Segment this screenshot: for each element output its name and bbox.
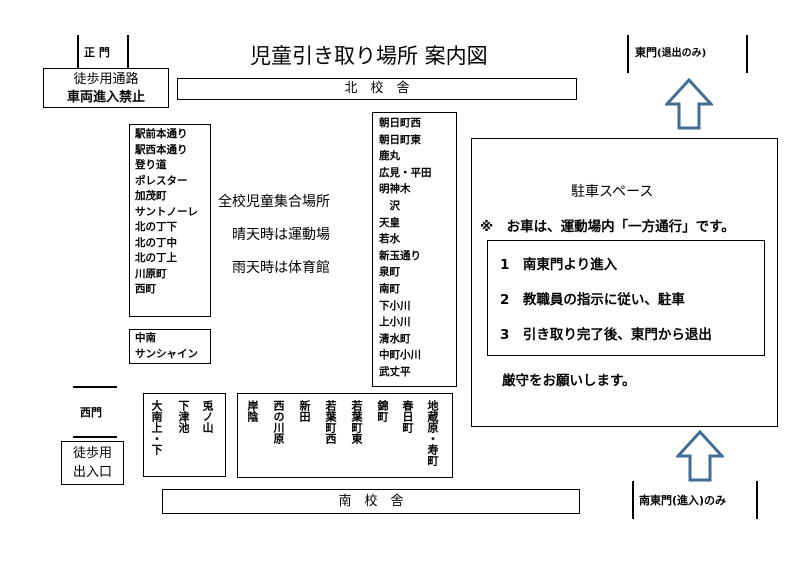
list-item: 中町小川 xyxy=(379,349,421,362)
list-item: 北の丁下 xyxy=(135,221,177,233)
list-item: 登り道 xyxy=(135,159,167,171)
list-item: 加茂町 xyxy=(135,190,167,202)
south-east-gate-name: 南東門 xyxy=(639,494,672,507)
list-item: サントノーレ xyxy=(135,205,198,218)
west-gate-label: 西門 xyxy=(80,406,102,419)
main-gate-label: 正 門 xyxy=(84,46,110,59)
list-item: 下津池 xyxy=(177,400,190,433)
south-east-gate-left-post xyxy=(632,481,634,519)
parking-steps: 1 南東門より進入 2 教職員の指示に従い、駐車 3 引き取り完了後、東門から退… xyxy=(500,248,712,353)
list-item: 若水 xyxy=(379,233,400,246)
list-item: 朝日町西 xyxy=(379,117,421,129)
walkway-line1: 徒歩用通路 xyxy=(73,72,139,87)
list-item: 鹿丸 xyxy=(379,150,400,163)
bottom-area-group xyxy=(237,393,453,478)
list-item: 朝日町東 xyxy=(379,133,421,146)
list-item: 上小川 xyxy=(379,316,411,329)
walkway-line2: 車両進入禁止 xyxy=(66,90,145,105)
south-east-gate-right-post xyxy=(756,481,758,519)
parking-step: 3 引き取り完了後、東門から退出 xyxy=(500,327,712,343)
parking-footer: 厳守をお願いします。 xyxy=(502,373,636,389)
parking-step: 1 南東門より進入 xyxy=(500,257,618,273)
south-east-gate-note: (進入)のみ xyxy=(672,494,727,507)
list-item: 若葉町西 xyxy=(324,400,337,444)
assembly-info: 全校児童集合場所 晴天時は運動場 雨天時は体育館 xyxy=(218,186,330,285)
east-gate-left-post xyxy=(627,35,629,73)
list-item: ポレスター xyxy=(135,174,188,187)
exit-arrow-icon xyxy=(665,78,713,130)
main-gate-left-post xyxy=(77,35,79,68)
south-building-label: 南 校 舎 xyxy=(338,494,404,509)
walkway-sign: 徒歩用通路 車両進入禁止 xyxy=(43,68,169,108)
list-item: 春日町 xyxy=(401,400,414,433)
north-building-label: 北 校 舎 xyxy=(344,81,410,96)
left-small-area-list: 中南 サンシャイン xyxy=(135,331,198,362)
list-item: 新玉通り xyxy=(379,249,421,262)
list-item: 武丈平 xyxy=(379,365,411,378)
walk-entrance-line1: 徒歩用 xyxy=(72,446,112,461)
list-item: 南町 xyxy=(379,282,400,295)
parking-title: 駐車スペース xyxy=(571,184,654,200)
list-item: 広見・平田 xyxy=(379,166,432,179)
north-building: 北 校 舎 xyxy=(177,78,577,100)
list-item: 川原町 xyxy=(135,267,167,280)
center-area-list: 朝日町西 朝日町東 鹿丸 広見・平田 明神木 沢 天皇 若水 新玉通り 泉町 南… xyxy=(379,115,432,381)
list-item: 岸陰 xyxy=(246,400,259,422)
list-item: 若葉町東 xyxy=(350,400,363,444)
list-item: 清水町 xyxy=(379,332,411,345)
left-small-area-group xyxy=(129,329,211,364)
list-item: 駅西本通り xyxy=(135,143,188,156)
east-gate-name: 東門 xyxy=(635,46,657,59)
list-item: 地蔵原・寿町 xyxy=(426,400,439,466)
list-item: 新田 xyxy=(298,400,311,422)
assembly-line1: 全校児童集合場所 xyxy=(218,194,330,210)
page-title: 児童引き取り場所 案内図 xyxy=(250,44,488,68)
east-gate-note: (退出のみ) xyxy=(657,48,707,59)
list-item: 駅前本通り xyxy=(135,128,188,140)
list-item: 下小川 xyxy=(379,299,411,312)
list-item: 錦町 xyxy=(376,400,389,422)
assembly-line2: 晴天時は運動場 xyxy=(232,227,330,243)
list-item: 西町 xyxy=(135,283,156,295)
list-item: 大南上・下 xyxy=(150,400,163,455)
list-item: 兎ノ山 xyxy=(201,400,214,433)
west-gate-top-post xyxy=(73,386,117,388)
south-east-gate-label: 南東門(進入)のみ xyxy=(639,492,726,508)
list-item: 泉町 xyxy=(379,266,400,279)
entry-arrow-icon xyxy=(676,430,724,482)
parking-steps-box xyxy=(487,240,765,356)
south-building: 南 校 舎 xyxy=(162,489,580,514)
west-gate-bottom-post xyxy=(73,436,117,438)
list-item: 沢 xyxy=(379,199,400,212)
list-item: 北の丁上 xyxy=(135,252,177,264)
east-gate-label: 東門(退出のみ) xyxy=(635,44,706,60)
main-gate-right-post xyxy=(127,35,129,68)
list-item: 明神木 xyxy=(379,183,411,196)
list-item: 西の川原 xyxy=(272,400,285,444)
assembly-line3: 雨天時は体育館 xyxy=(232,260,330,276)
parking-step: 2 教職員の指示に従い、駐車 xyxy=(500,292,685,308)
list-item: 北の丁中 xyxy=(135,236,177,249)
east-gate-right-post xyxy=(746,35,748,73)
bottom-small-area-group xyxy=(143,393,226,477)
walk-entrance-sign: 徒歩用 出入口 xyxy=(61,441,124,485)
list-item: サンシャイン xyxy=(135,347,198,360)
list-item: 中南 xyxy=(135,332,156,344)
parking-note: ※ お車は、運動場内「一方通行」です。 xyxy=(480,219,735,235)
left-area-list: 駅前本通り 駅西本通り 登り道 ポレスター 加茂町 サントノーレ 北の丁下 北の… xyxy=(135,127,198,298)
left-area-group xyxy=(129,124,211,317)
list-item: 天皇 xyxy=(379,216,400,229)
walk-entrance-line2: 出入口 xyxy=(72,465,112,480)
center-area-group xyxy=(372,112,457,387)
